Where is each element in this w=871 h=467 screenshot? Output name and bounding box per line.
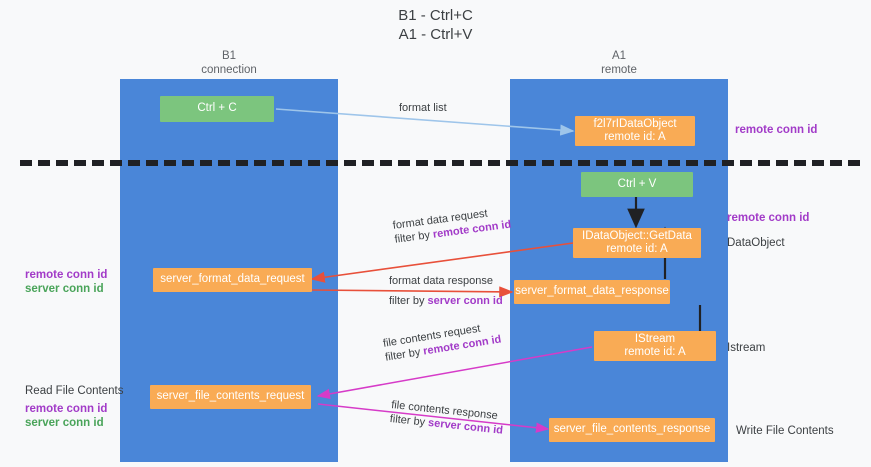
box-istream-line2: remote id: A: [624, 346, 686, 358]
box-getdata-line2: remote id: A: [606, 243, 668, 255]
box-server-file-contents-response[interactable]: server_file_contents_response: [549, 418, 715, 442]
arrow-label-file-contents-response: file contents response filter by server …: [389, 398, 505, 438]
arrow-label-format-data-response-text: format data response: [389, 275, 493, 287]
annot-right-write-file-contents: Write File Contents: [736, 425, 834, 437]
annot-right-remote-conn-id-top: remote conn id: [735, 124, 818, 136]
arrow-label-file-contents-request: file contents request filter by remote c…: [382, 319, 502, 365]
phase-divider: [20, 160, 860, 166]
diagram-title: B1 - Ctrl+C A1 - Ctrl+V: [0, 6, 871, 44]
box-server-format-data-request-label: server_format_data_request: [160, 273, 305, 286]
lane-b1-name: B1: [221, 50, 237, 62]
box-ctrl-c-label: Ctrl + C: [197, 102, 237, 115]
annot-left-conn-id-mid: remote conn id server conn id: [25, 268, 107, 296]
box-server-format-data-response[interactable]: server_format_data_response: [514, 280, 670, 304]
annot-right-istream: Istream: [727, 342, 766, 354]
box-server-file-contents-request[interactable]: server_file_contents_request: [150, 385, 311, 409]
lane-header-a1: A1 remote: [510, 49, 728, 77]
box-server-file-contents-request-label: server_file_contents_request: [156, 390, 305, 403]
filter-prefix: filter by: [389, 295, 428, 307]
annot-left-conn-id-bot: remote conn id server conn id: [25, 402, 107, 430]
box-getdata-line1: IDataObject::GetData: [582, 229, 692, 242]
filter-prefix: filter by: [389, 412, 429, 429]
box-server-format-data-response-label: server_format_data_response: [515, 285, 669, 298]
box-istream-line1: IStream: [634, 332, 676, 345]
lane-header-b1: B1 connection: [120, 49, 338, 77]
lane-a1-role: remote: [601, 64, 637, 76]
filter-prefix: filter by: [393, 228, 434, 246]
box-ctrl-v[interactable]: Ctrl + V: [581, 172, 693, 197]
filter-key-server-conn-id: server conn id: [427, 295, 503, 307]
box-server-file-contents-response-label: server_file_contents_response: [553, 423, 711, 436]
box-istream[interactable]: IStream remote id: A: [594, 331, 716, 361]
lane-a1-name: A1: [611, 50, 627, 62]
arrow-label-format-list-text: format list: [399, 102, 447, 114]
annot-left-read-file-contents: Read File Contents: [25, 385, 124, 397]
box-ctrl-v-label: Ctrl + V: [617, 177, 657, 190]
title-line-1: B1 - Ctrl+C: [398, 7, 473, 24]
arrow-label-format-data-request: format data request filter by remote con…: [392, 204, 512, 247]
annot-left-server-conn-id-mid: server conn id: [25, 283, 104, 295]
annot-left-remote-conn-id-bot: remote conn id: [25, 403, 108, 415]
annot-right-remote-conn-id-mid: remote conn id: [727, 212, 810, 224]
box-idataobject-getdata[interactable]: IDataObject::GetData remote id: A: [573, 228, 701, 258]
annot-left-remote-conn-id-mid: remote conn id: [25, 269, 108, 281]
arrow-label-format-data-response: format data response filter by server co…: [389, 274, 503, 308]
lane-b1-role: connection: [201, 64, 257, 76]
title-line-2: A1 - Ctrl+V: [398, 26, 473, 43]
box-server-format-data-request[interactable]: server_format_data_request: [153, 268, 312, 292]
arrow-label-format-list: format list: [399, 101, 447, 115]
box-idataobject-top[interactable]: f2l7rIDataObject remote id: A: [575, 116, 695, 146]
annot-right-dataobject: DataObject: [727, 237, 785, 249]
box-ctrl-c[interactable]: Ctrl + C: [160, 96, 274, 122]
annot-left-server-conn-id-bot: server conn id: [25, 417, 104, 429]
arrow-label-format-data-response-filter: filter by server conn id: [389, 294, 503, 308]
box-idataobject-top-line1: f2l7rIDataObject: [593, 117, 677, 130]
box-idataobject-top-line2: remote id: A: [604, 131, 666, 143]
